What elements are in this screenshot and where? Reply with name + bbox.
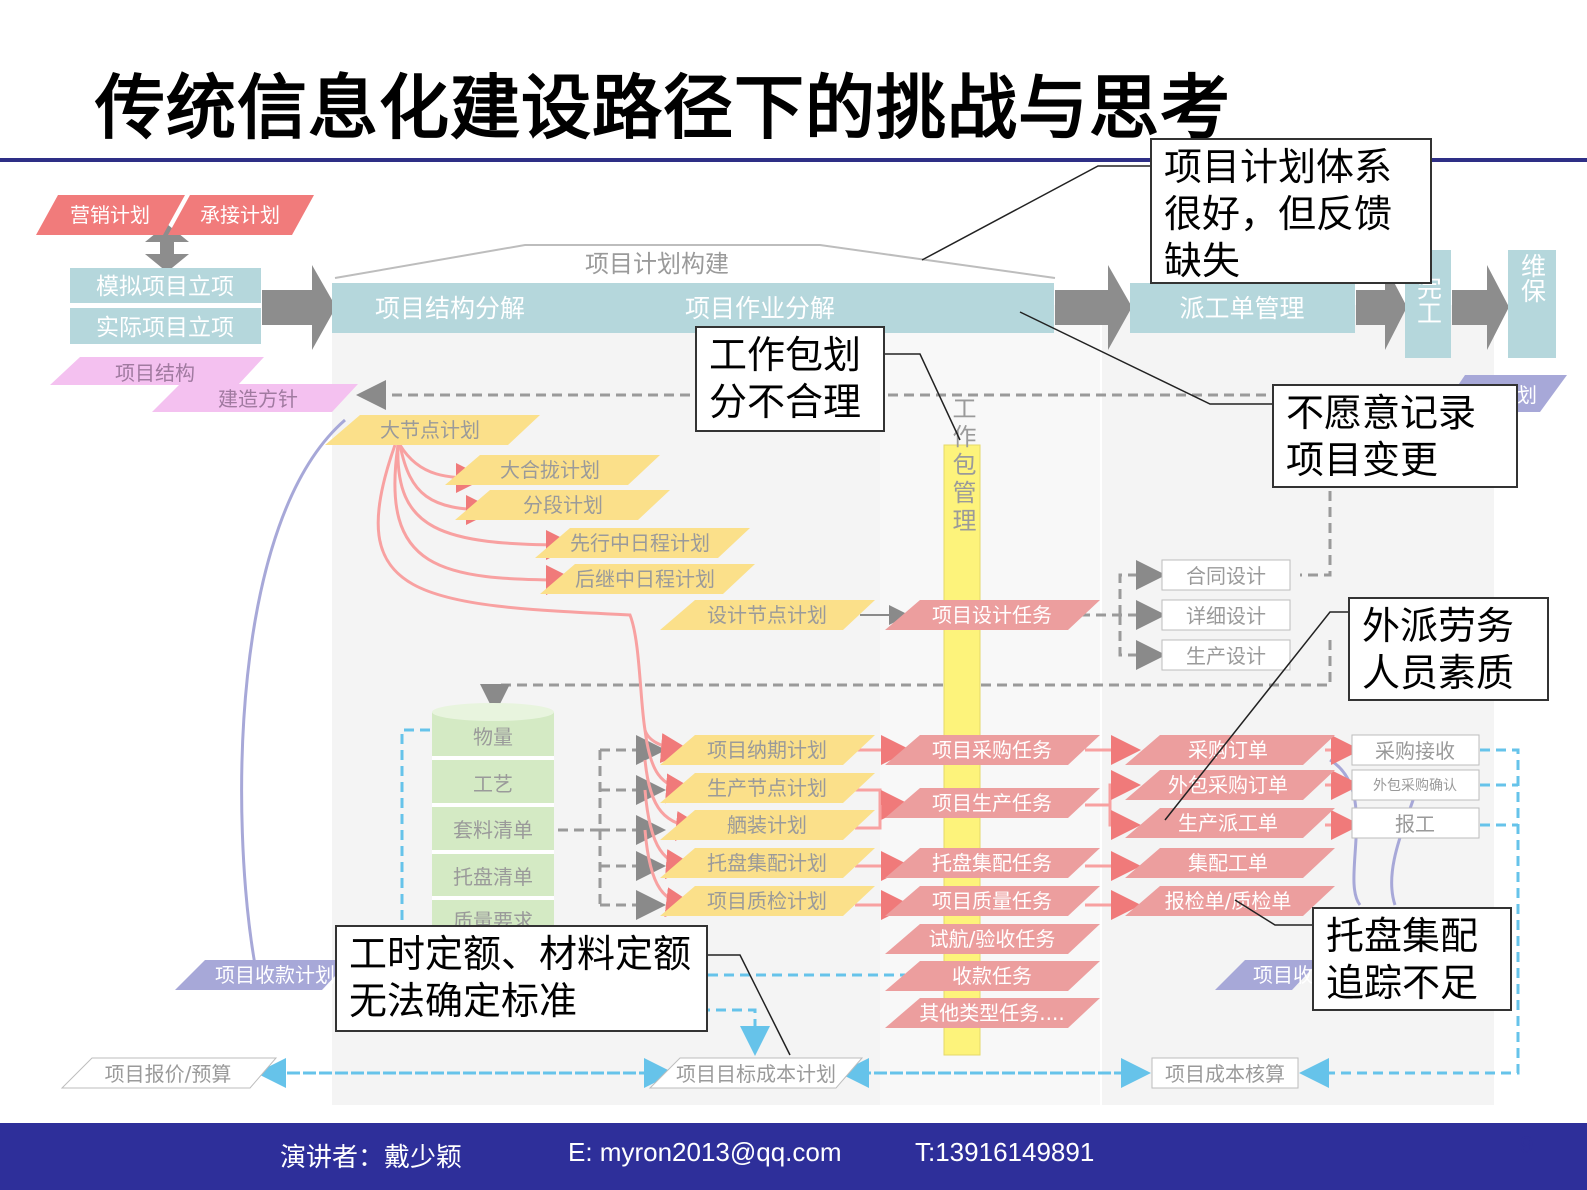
footer-email: E: myron2013@qq.com bbox=[568, 1137, 842, 1167]
svg-text:先行中日程计划: 先行中日程计划 bbox=[570, 531, 710, 555]
design-types: 合同设计 详细设计 生产设计 bbox=[1161, 559, 1291, 671]
svg-text:实际项目立项: 实际项目立项 bbox=[96, 315, 234, 341]
svg-text:项目采购任务: 项目采购任务 bbox=[932, 738, 1052, 762]
svg-text:试航/验收任务: 试航/验收任务 bbox=[929, 927, 1056, 951]
tasks: 项目采购任务 项目生产任务 托盘集配任务 项目质量任务 试航/验收任务 收款任务… bbox=[885, 735, 1100, 1028]
svg-text:项目质检计划: 项目质检计划 bbox=[707, 889, 827, 913]
svg-text:项目收: 项目收 bbox=[1253, 963, 1313, 987]
callout-change-record: 不愿意记录项目变更 bbox=[1272, 384, 1518, 488]
svg-text:项目质量任务: 项目质量任务 bbox=[932, 889, 1052, 913]
svg-text:分段计划: 分段计划 bbox=[523, 493, 603, 517]
svg-text:报工: 报工 bbox=[1395, 812, 1435, 836]
svg-text:生产设计: 生产设计 bbox=[1186, 644, 1266, 668]
svg-text:模拟项目立项: 模拟项目立项 bbox=[96, 274, 234, 300]
callout-labor-quality: 外派劳务人员素质 bbox=[1348, 597, 1549, 701]
callout-leaders bbox=[706, 165, 1348, 1056]
design-task: 项目设计任务 bbox=[885, 600, 1100, 630]
blue-dashed-lines bbox=[255, 728, 1520, 1088]
svg-text:项目目标成本计划: 项目目标成本计划 bbox=[676, 1062, 836, 1086]
svg-text:舾装计划: 舾装计划 bbox=[727, 813, 807, 837]
payment-plans: 项目收款计划 项目收 bbox=[175, 960, 1320, 990]
svg-text:生产节点计划: 生产节点计划 bbox=[707, 776, 827, 800]
svg-text:其他类型任务....: 其他类型任务.... bbox=[919, 1001, 1064, 1025]
svg-text:合同设计: 合同设计 bbox=[1186, 564, 1266, 588]
callout-pallet-tracking: 托盘集配追踪不足 bbox=[1312, 907, 1512, 1011]
svg-text:项目纳期计划: 项目纳期计划 bbox=[707, 738, 827, 762]
phase-arrows bbox=[145, 224, 1509, 350]
svg-text:项目报价/预算: 项目报价/预算 bbox=[105, 1062, 232, 1086]
svg-text:后继中日程计划: 后继中日程计划 bbox=[575, 567, 715, 591]
svg-text:外包采购确认: 外包采购确认 bbox=[1373, 778, 1457, 794]
svg-text:设计节点计划: 设计节点计划 bbox=[707, 603, 827, 627]
svg-text:托盘清单: 托盘清单 bbox=[453, 865, 533, 889]
svg-text:外包采购订单: 外包采购订单 bbox=[1168, 773, 1288, 797]
svg-text:维保: 维保 bbox=[1518, 253, 1547, 303]
svg-text:划: 划 bbox=[1517, 383, 1537, 407]
title-underline bbox=[0, 158, 1587, 162]
milestone-plan: 大节点计划 bbox=[325, 415, 540, 445]
callout-quota-standard: 工时定额、材料定额无法确定标准 bbox=[335, 925, 708, 1032]
svg-text:采购接收: 采购接收 bbox=[1375, 739, 1455, 763]
svg-text:承接计划: 承接计划 bbox=[200, 203, 280, 227]
svg-text:工作包管理: 工作包管理 bbox=[948, 396, 976, 536]
svg-text:集配工单: 集配工单 bbox=[1188, 851, 1268, 875]
svg-text:物量: 物量 bbox=[473, 725, 513, 749]
svg-text:项目结构: 项目结构 bbox=[115, 361, 195, 385]
svg-text:项目结构分解: 项目结构分解 bbox=[375, 294, 525, 323]
footer-speaker: 演讲者：戴少颖 bbox=[280, 1142, 463, 1172]
mid-plans: 项目纳期计划 生产节点计划 舾装计划 托盘集配计划 项目质检计划 bbox=[660, 735, 875, 916]
svg-text:工艺: 工艺 bbox=[473, 772, 513, 796]
svg-text:托盘集配任务: 托盘集配任务 bbox=[932, 851, 1052, 875]
confirms: 采购接收 外包采购确认 报工 bbox=[1351, 734, 1480, 839]
project-setup: 模拟项目立项 实际项目立项 bbox=[70, 268, 261, 344]
svg-text:采购订单: 采购订单 bbox=[1188, 738, 1268, 762]
phase-header-roof bbox=[334, 244, 1056, 279]
footer-phone: T:13916149891 bbox=[915, 1137, 1095, 1167]
callout-feedback-missing: 项目计划体系很好，但反馈缺失 bbox=[1150, 138, 1432, 284]
svg-text:托盘集配计划: 托盘集配计划 bbox=[707, 851, 827, 875]
bottom-boxes: 项目报价/预算 项目目标成本计划 项目成本核算 bbox=[60, 1057, 1299, 1089]
page-number: 9 bbox=[1520, 1132, 1534, 1159]
svg-text:大合拢计划: 大合拢计划 bbox=[500, 458, 600, 482]
svg-text:项目设计任务: 项目设计任务 bbox=[932, 603, 1052, 627]
svg-text:收款任务: 收款任务 bbox=[952, 964, 1032, 988]
svg-text:建造方针: 建造方针 bbox=[218, 387, 298, 411]
svg-text:项目生产任务: 项目生产任务 bbox=[932, 791, 1052, 815]
svg-text:项目成本核算: 项目成本核算 bbox=[1165, 1062, 1285, 1086]
svg-text:生产派工单: 生产派工单 bbox=[1178, 811, 1278, 835]
svg-text:派工单管理: 派工单管理 bbox=[1179, 294, 1304, 323]
sub-plans: 大合拢计划 分段计划 先行中日程计划 后继中日程计划 设计节点计划 bbox=[445, 455, 875, 630]
svg-text:营销计划: 营销计划 bbox=[70, 203, 150, 227]
orders: 采购订单 外包采购订单 生产派工单 集配工单 报检单/质检单 bbox=[1125, 735, 1335, 916]
data-cylinder: 物量 工艺 套料清单 托盘清单 质量要求 bbox=[432, 703, 554, 933]
svg-text:项目作业分解: 项目作业分解 bbox=[685, 294, 835, 323]
phase-boxes: 项目结构分解 项目作业分解 派工单管理 完工 维保 bbox=[332, 250, 1556, 358]
phase-header-label: 项目计划构建 bbox=[585, 250, 729, 278]
page-title: 传统信息化建设路径下的挑战与思考 bbox=[95, 67, 1231, 149]
footer-bar bbox=[0, 1123, 1587, 1190]
callout-work-package: 工作包划分不合理 bbox=[695, 326, 885, 432]
svg-text:套料清单: 套料清单 bbox=[453, 818, 533, 842]
svg-text:项目收款计划: 项目收款计划 bbox=[215, 963, 335, 987]
structure-items: 项目结构 建造方针 bbox=[50, 357, 358, 412]
top-plans: 营销计划 承接计划 bbox=[36, 195, 314, 235]
svg-text:报检单/质检单: 报检单/质检单 bbox=[1165, 889, 1292, 913]
svg-text:详细设计: 详细设计 bbox=[1186, 604, 1266, 628]
svg-text:大节点计划: 大节点计划 bbox=[380, 418, 480, 442]
task-arrows bbox=[855, 735, 1361, 920]
